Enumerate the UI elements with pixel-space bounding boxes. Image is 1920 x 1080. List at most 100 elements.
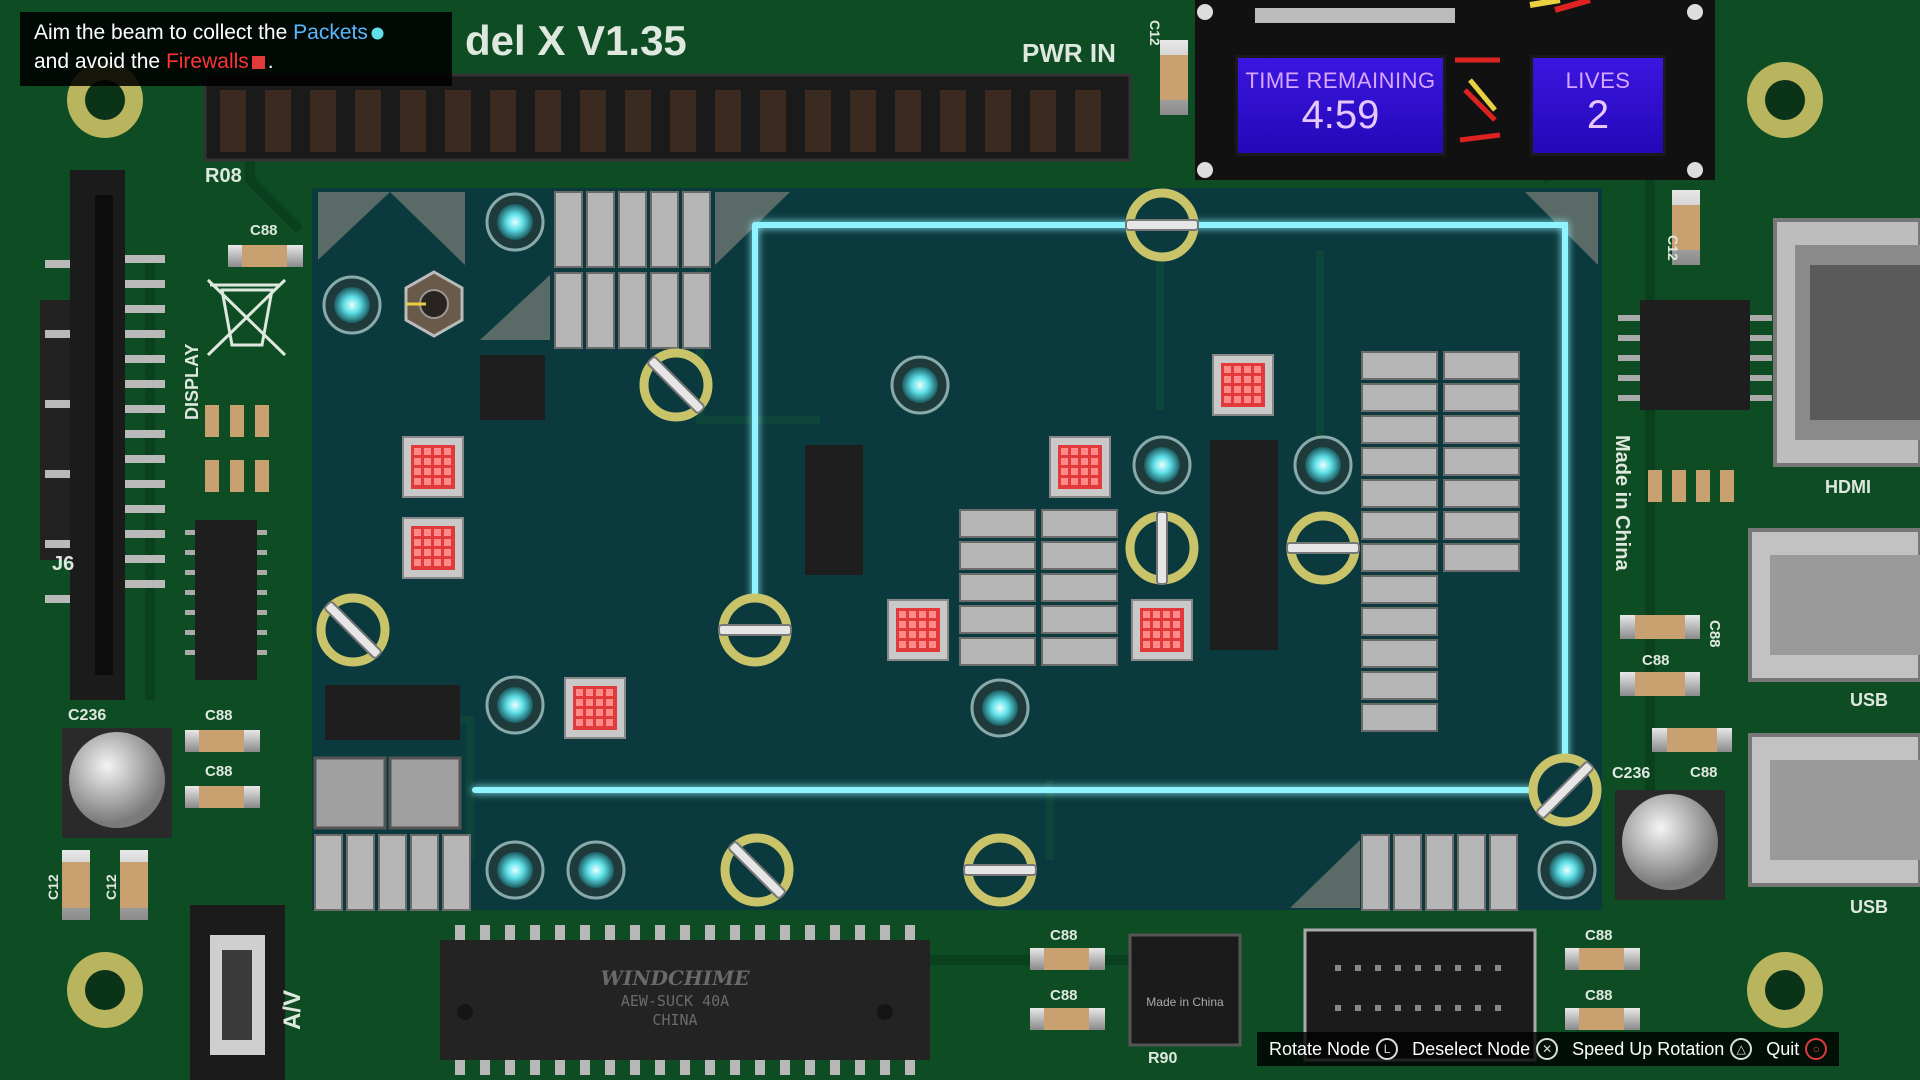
firewall-icon (251, 48, 265, 69)
controls-bar: Rotate Node L Deselect Node ✕ Speed Up R… (1257, 1032, 1840, 1066)
firewall (402, 436, 464, 498)
mirror-node[interactable] (316, 593, 390, 667)
packet (1293, 435, 1353, 495)
firewall (402, 517, 464, 579)
mirror-node[interactable] (1528, 753, 1602, 827)
c12-label-3: C12 (1665, 235, 1681, 261)
model-silkscreen: del X V1.35 (465, 17, 687, 64)
tactile-button-right (1615, 790, 1725, 900)
made-in-china-label: Made in China (1611, 435, 1633, 571)
packet (970, 678, 1030, 738)
ic-chip-right (1618, 300, 1772, 410)
mirror-node[interactable] (1286, 511, 1360, 585)
packet (322, 275, 382, 335)
rotate-node-label: Rotate Node (1269, 1038, 1371, 1059)
smd-components-left (62, 245, 303, 920)
mirror-node[interactable] (963, 833, 1037, 907)
display-label: DISPLAY (182, 344, 202, 420)
packets-word: Packets (293, 21, 368, 44)
packet (1132, 435, 1192, 495)
c88-label-3: C88 (205, 763, 233, 780)
chip-brand: WINDCHIME (601, 966, 751, 990)
circle-button-icon: ○ (1805, 1038, 1828, 1060)
c236-label-right: C236 (1612, 765, 1650, 782)
smd-components-bottom (1030, 948, 1640, 1030)
firewall (887, 599, 949, 661)
packet (485, 840, 545, 900)
c88-label-8: C88 (1706, 620, 1723, 648)
mirror-node[interactable] (1125, 511, 1199, 585)
packet (485, 192, 545, 252)
c88-label-7: C88 (1585, 987, 1613, 1004)
cross-button-icon: ✕ (1536, 1038, 1559, 1060)
component-blocks (313, 191, 1520, 911)
av-jack (190, 905, 285, 1080)
hint-line2: and avoid the (34, 50, 166, 73)
tactile-button-left (62, 728, 172, 838)
av-label: A/V (279, 990, 306, 1030)
chip-origin: CHINA (652, 1011, 697, 1029)
small-chip-bottom (1128, 933, 1242, 1047)
usb-port-2 (1748, 733, 1920, 887)
firewall (564, 677, 626, 739)
deselect-node-control[interactable]: Deselect Node ✕ (1412, 1038, 1559, 1060)
chip-model: AEW-SUCK 40A (621, 992, 729, 1010)
mirror-node[interactable] (639, 348, 713, 422)
packet (1537, 840, 1597, 900)
c88-label-4: C88 (1050, 927, 1078, 944)
firewall (1131, 599, 1193, 661)
ic-chip-left (185, 520, 267, 680)
lives-label: LIVES (1565, 68, 1631, 93)
time-remaining-label: TIME REMAINING (1245, 68, 1436, 93)
usb-label-1: USB (1850, 690, 1888, 710)
c88-label-2: C88 (205, 707, 233, 724)
lives-value: 2 (1586, 93, 1610, 137)
hdmi-label: HDMI (1825, 477, 1871, 497)
triangle-button-icon: △ (1730, 1038, 1753, 1060)
firewall (1049, 436, 1111, 498)
firewalls-word: Firewalls (165, 50, 249, 73)
hint-line1: Aim the beam to collect the (34, 21, 294, 44)
c12-label-1: C12 (45, 874, 61, 900)
deselect-node-label: Deselect Node (1412, 1038, 1531, 1059)
quit-control[interactable]: Quit ○ (1766, 1038, 1828, 1060)
packet (485, 675, 545, 735)
display-connector (40, 170, 165, 700)
c12-label-4: C12 (1147, 20, 1163, 46)
c88-label-1: C88 (250, 222, 278, 239)
packet (890, 355, 950, 415)
mirror-node[interactable] (718, 593, 792, 667)
c88-label-5: C88 (1050, 987, 1078, 1004)
smd-components-right (1160, 40, 1734, 752)
mirror-node[interactable] (720, 833, 794, 907)
small-chip-text: Made in China (1146, 995, 1224, 1009)
rotate-node-control[interactable]: Rotate Node L (1269, 1038, 1399, 1060)
weee-icon (206, 278, 287, 357)
mirror-node[interactable] (1125, 188, 1199, 262)
lives-display: LIVES 2 (1530, 55, 1666, 156)
c88-label-6: C88 (1585, 927, 1613, 944)
r90-label: R90 (1148, 1050, 1177, 1067)
c236-label-left: C236 (68, 707, 106, 724)
windchime-chip (440, 925, 930, 1075)
time-remaining-value: 4:59 (1301, 93, 1380, 137)
r08-label: R08 (205, 165, 242, 187)
c12-label-2: C12 (103, 874, 119, 900)
speed-up-rotation-label: Speed Up Rotation (1572, 1038, 1725, 1059)
packet (566, 840, 626, 900)
hint-end: . (267, 50, 274, 73)
hdmi-port (1773, 218, 1920, 467)
time-remaining-display: TIME REMAINING 4:59 (1235, 55, 1446, 156)
packet-icon (371, 19, 384, 40)
speed-up-rotation-control[interactable]: Speed Up Rotation △ (1572, 1038, 1753, 1060)
beam-source (404, 270, 464, 338)
j6-label: J6 (52, 553, 74, 575)
pwr-in-label: PWR IN (1022, 38, 1116, 68)
quit-label: Quit (1766, 1038, 1800, 1059)
left-stick-icon: L (1376, 1038, 1399, 1060)
c88-label-10: C88 (1690, 764, 1718, 781)
firewall (1212, 354, 1274, 416)
instructions-panel: Aim the beam to collect the Packets and … (20, 12, 452, 86)
pin-header (203, 73, 1132, 162)
